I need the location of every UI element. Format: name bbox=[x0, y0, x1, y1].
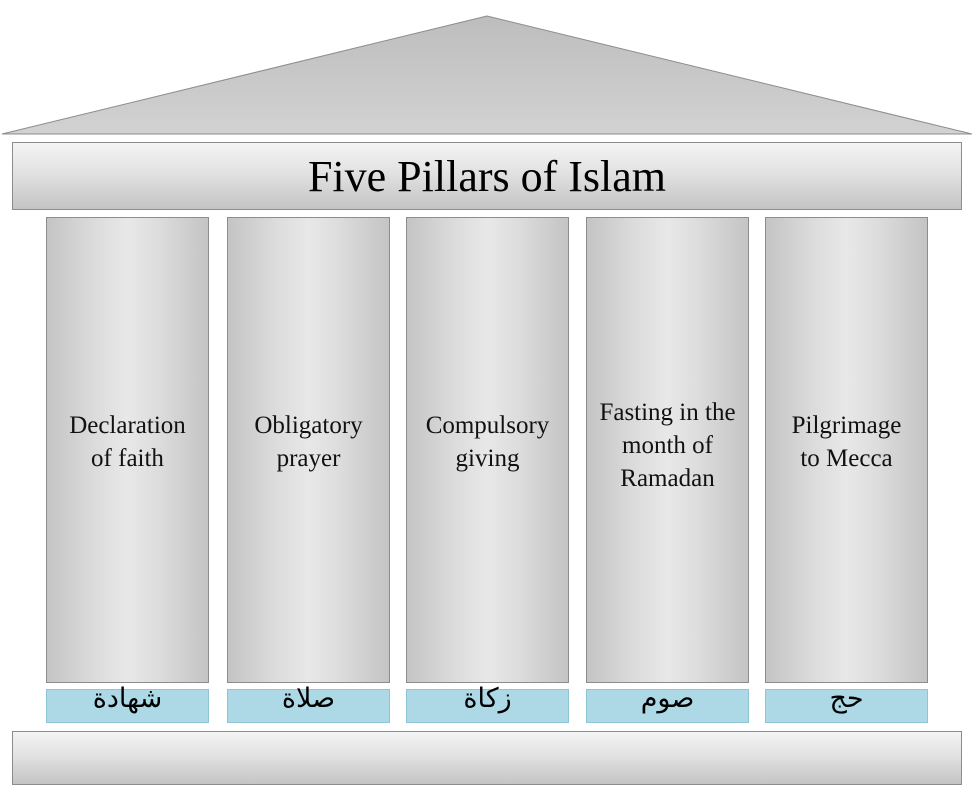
pillar-label: Declaration of faith bbox=[69, 412, 186, 472]
arabic-text: شهادة bbox=[92, 683, 163, 714]
pillar-5: Pilgrimage to Mecca bbox=[765, 217, 928, 683]
pillar-3: Compulsory giving bbox=[406, 217, 569, 683]
arabic-text: زكاة bbox=[463, 683, 512, 714]
pillar-arabic-label-2: صلاة bbox=[227, 685, 390, 723]
arabic-text: صوم bbox=[640, 683, 695, 714]
pillar-label: Obligatory prayer bbox=[254, 412, 363, 472]
pillar-label: Pilgrimage to Mecca bbox=[791, 412, 902, 472]
pillar-arabic-label-4: صوم bbox=[586, 685, 749, 723]
pillar-4: Fasting in the month of Ramadan bbox=[586, 217, 749, 683]
title-beam: Five Pillars of Islam bbox=[12, 142, 962, 210]
pillar-label: Fasting in the month of Ramadan bbox=[599, 398, 736, 492]
diagram-title: Five Pillars of Islam bbox=[307, 152, 667, 201]
pillar-label: Compulsory giving bbox=[425, 412, 550, 472]
pillar-arabic-label-3: زكاة bbox=[406, 685, 569, 723]
temple-roof bbox=[1, 15, 973, 135]
pillar-arabic-label-1: شهادة bbox=[46, 685, 209, 723]
pillar-1: Declaration of faith bbox=[46, 217, 209, 683]
arabic-text: حج bbox=[829, 683, 864, 714]
arabic-text: صلاة bbox=[281, 683, 336, 714]
temple-base bbox=[12, 731, 962, 785]
pillar-arabic-label-5: حج bbox=[765, 685, 928, 723]
pillar-2: Obligatory prayer bbox=[227, 217, 390, 683]
